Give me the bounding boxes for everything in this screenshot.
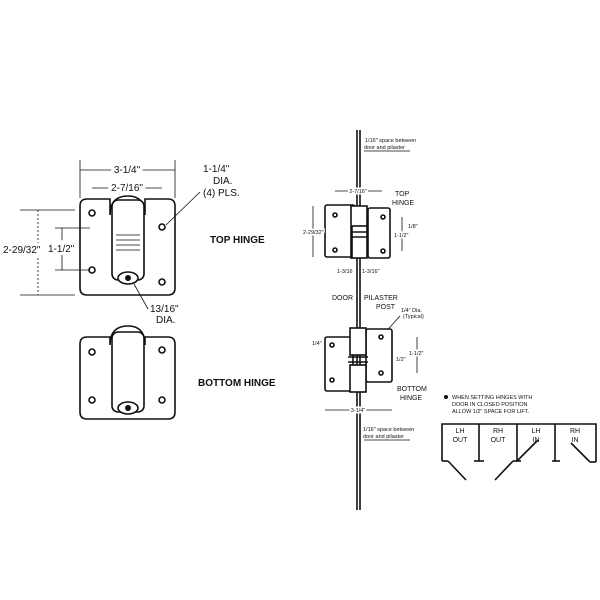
note-line-3: ALLOW 1/2" SPACE FOR LIFT. xyxy=(452,409,530,415)
top-width: 2-7/16" xyxy=(349,189,367,195)
dim-width: 3-1/4" xyxy=(114,165,141,176)
gap-note-bottom-2: door and pilaster xyxy=(363,434,404,440)
top-hinge-drawing xyxy=(79,195,176,296)
pilaster-label-2: POST xyxy=(376,304,396,311)
bottom-hinge-label: BOTTOM HINGE xyxy=(198,378,276,389)
hole-note-2: (Typical) xyxy=(403,314,424,320)
dim-height: 2-29/32" xyxy=(3,245,41,256)
installation-note: WHEN SETTING HINGES WITH DOOR IN CLOSED … xyxy=(444,395,532,415)
bot-spacing: 1-1/2" xyxy=(409,351,424,357)
swing-lh-in: LH xyxy=(532,428,541,435)
top-offset: 1/8" xyxy=(408,224,418,230)
dim-hole: 1-1/4" xyxy=(203,164,230,175)
bottom-label-2: HINGE xyxy=(400,395,423,402)
pilaster-label: PILASTER xyxy=(364,295,398,302)
top-hinge-dimensions: 3-1/4" 2-7/16" 1-1/4" DIA. (4) PLS. 2-29… xyxy=(0,160,265,326)
gap-note-bottom: 1/16" space between xyxy=(363,427,414,433)
top-hinge-side-view: 2-7/16" TOP HINGE 2-29/32" 1/8" 1-1/2" 1… xyxy=(302,188,418,276)
swing-rh-out: RH xyxy=(493,428,503,435)
swing-lh-out: LH xyxy=(456,428,465,435)
swing-rh-in-2: IN xyxy=(572,437,579,444)
gap-note-top: 1/16" space between xyxy=(365,138,416,144)
top-hinge-label: TOP HINGE xyxy=(210,235,265,246)
swing-rh-in: RH xyxy=(570,428,580,435)
bot-width: 3-1/4" xyxy=(351,408,366,414)
dim-hole-3: (4) PLS. xyxy=(203,188,240,199)
swing-rh-out-2: OUT xyxy=(491,437,507,444)
swing-diagram: LH OUT RH OUT LH IN RH IN xyxy=(441,423,597,481)
top-right-width: 1-3/16" xyxy=(362,269,380,275)
top-label: TOP xyxy=(395,191,410,198)
note-line-1: WHEN SETTING HINGES WITH xyxy=(452,395,532,401)
door-pilaster-gap xyxy=(356,130,361,510)
dim-spacing: 1-1/2" xyxy=(48,244,75,255)
dim-hole-2: DIA. xyxy=(213,176,232,187)
swing-lh-in-2: IN xyxy=(533,437,540,444)
bottom-hinge-drawing: BOTTOM HINGE xyxy=(79,325,276,420)
swing-lh-out-2: OUT xyxy=(453,437,469,444)
bottom-label: BOTTOM xyxy=(397,386,427,393)
top-left-width: 1-3/16 xyxy=(337,269,353,275)
bot-offset: 1/4" xyxy=(312,341,322,347)
top-label-2: HINGE xyxy=(392,200,415,207)
note-line-2: DOOR IN CLOSED POSITION xyxy=(452,402,528,408)
top-height: 2-29/32" xyxy=(303,230,324,236)
hole-note: 1/4" Dia. xyxy=(401,308,422,314)
gap-note-top-2: door and pilaster xyxy=(364,145,405,151)
bottom-hinge-side-view: 1/4" 1/2" 1-1/2" BOTTOM HINGE 3-1/4" xyxy=(312,327,427,416)
top-spacing: 1-1/2" xyxy=(394,233,409,239)
dim-inner: 2-7/16" xyxy=(111,183,143,194)
dim-barrel-2: DIA. xyxy=(156,315,175,326)
door-label: DOOR xyxy=(332,295,353,302)
dim-barrel: 13/16" xyxy=(150,304,179,315)
bot-half: 1/2" xyxy=(396,357,406,363)
